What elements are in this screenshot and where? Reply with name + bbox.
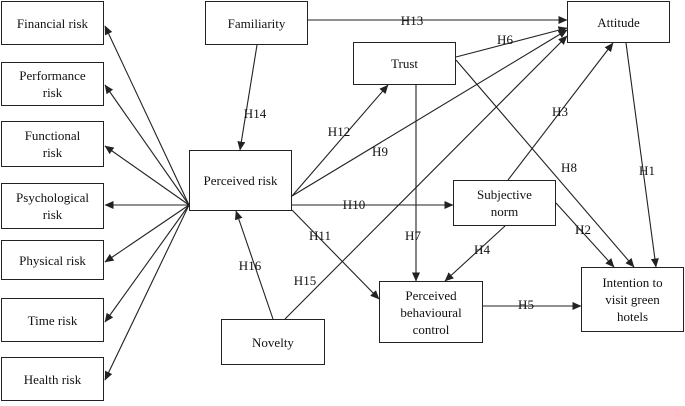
label-h8: H8 bbox=[561, 160, 577, 175]
familiarity-node: Familiarity bbox=[205, 1, 308, 45]
trust-node: Trust bbox=[353, 42, 456, 85]
edge-perceived-risk-to-physical-risk bbox=[104, 204, 190, 263]
label-h1: H1 bbox=[639, 163, 655, 178]
edge-perceived-risk-to-time-risk bbox=[104, 204, 190, 323]
label-h4: H4 bbox=[474, 242, 490, 257]
subjective-norm-node: Subjective norm bbox=[453, 180, 556, 226]
edge-perceived-risk-to-financial-risk bbox=[104, 25, 190, 206]
label-h3: H3 bbox=[552, 104, 568, 119]
edge-h6 bbox=[455, 26, 568, 58]
time-risk-node: Time risk bbox=[1, 298, 104, 342]
label-h14: H14 bbox=[243, 106, 267, 121]
edge-h2 bbox=[555, 202, 615, 268]
edge-h1 bbox=[625, 42, 659, 268]
financial-risk-node: Financial risk bbox=[1, 1, 104, 45]
edge-perceived-risk-to-health-risk bbox=[104, 204, 190, 381]
intention-node: Intention to visit green hotels bbox=[581, 267, 684, 332]
edge-h12 bbox=[291, 84, 389, 197]
health-risk-node: Health risk bbox=[1, 357, 104, 401]
label-h2: H2 bbox=[575, 222, 591, 237]
edge-h14 bbox=[237, 44, 258, 151]
label-h12: H12 bbox=[327, 124, 351, 139]
edge-h9 bbox=[291, 29, 568, 197]
label-h15: H15 bbox=[293, 273, 317, 288]
label-h13: H13 bbox=[400, 13, 424, 28]
perceived-behavioural-control-node: Perceived behavioural control bbox=[379, 281, 483, 343]
edge-h8 bbox=[455, 59, 635, 268]
label-h6: H6 bbox=[497, 32, 513, 47]
performance-risk-node: Performance risk bbox=[1, 62, 104, 106]
perceived-risk-node: Perceived risk bbox=[189, 150, 292, 211]
label-h7: H7 bbox=[405, 228, 421, 243]
functional-risk-node: Functional risk bbox=[1, 121, 104, 167]
edge-h4 bbox=[444, 225, 506, 282]
physical-risk-node: Physical risk bbox=[1, 240, 104, 280]
novelty-node: Novelty bbox=[221, 319, 325, 365]
edge-h11 bbox=[291, 209, 380, 300]
label-h11: H11 bbox=[309, 228, 331, 243]
edge-perceived-risk-to-performance-risk bbox=[104, 84, 190, 206]
label-h5: H5 bbox=[518, 297, 534, 312]
attitude-node: Attitude bbox=[567, 1, 670, 43]
psychological-risk-node: Psychological risk bbox=[1, 183, 104, 229]
label-h16: H16 bbox=[238, 258, 262, 273]
edge-h15 bbox=[284, 35, 568, 320]
edge-h16 bbox=[234, 210, 274, 320]
label-h10: H10 bbox=[342, 197, 366, 212]
edge-h3 bbox=[507, 42, 614, 181]
label-h9: H9 bbox=[372, 144, 388, 159]
edge-perceived-risk-to-functional-risk bbox=[104, 145, 190, 206]
